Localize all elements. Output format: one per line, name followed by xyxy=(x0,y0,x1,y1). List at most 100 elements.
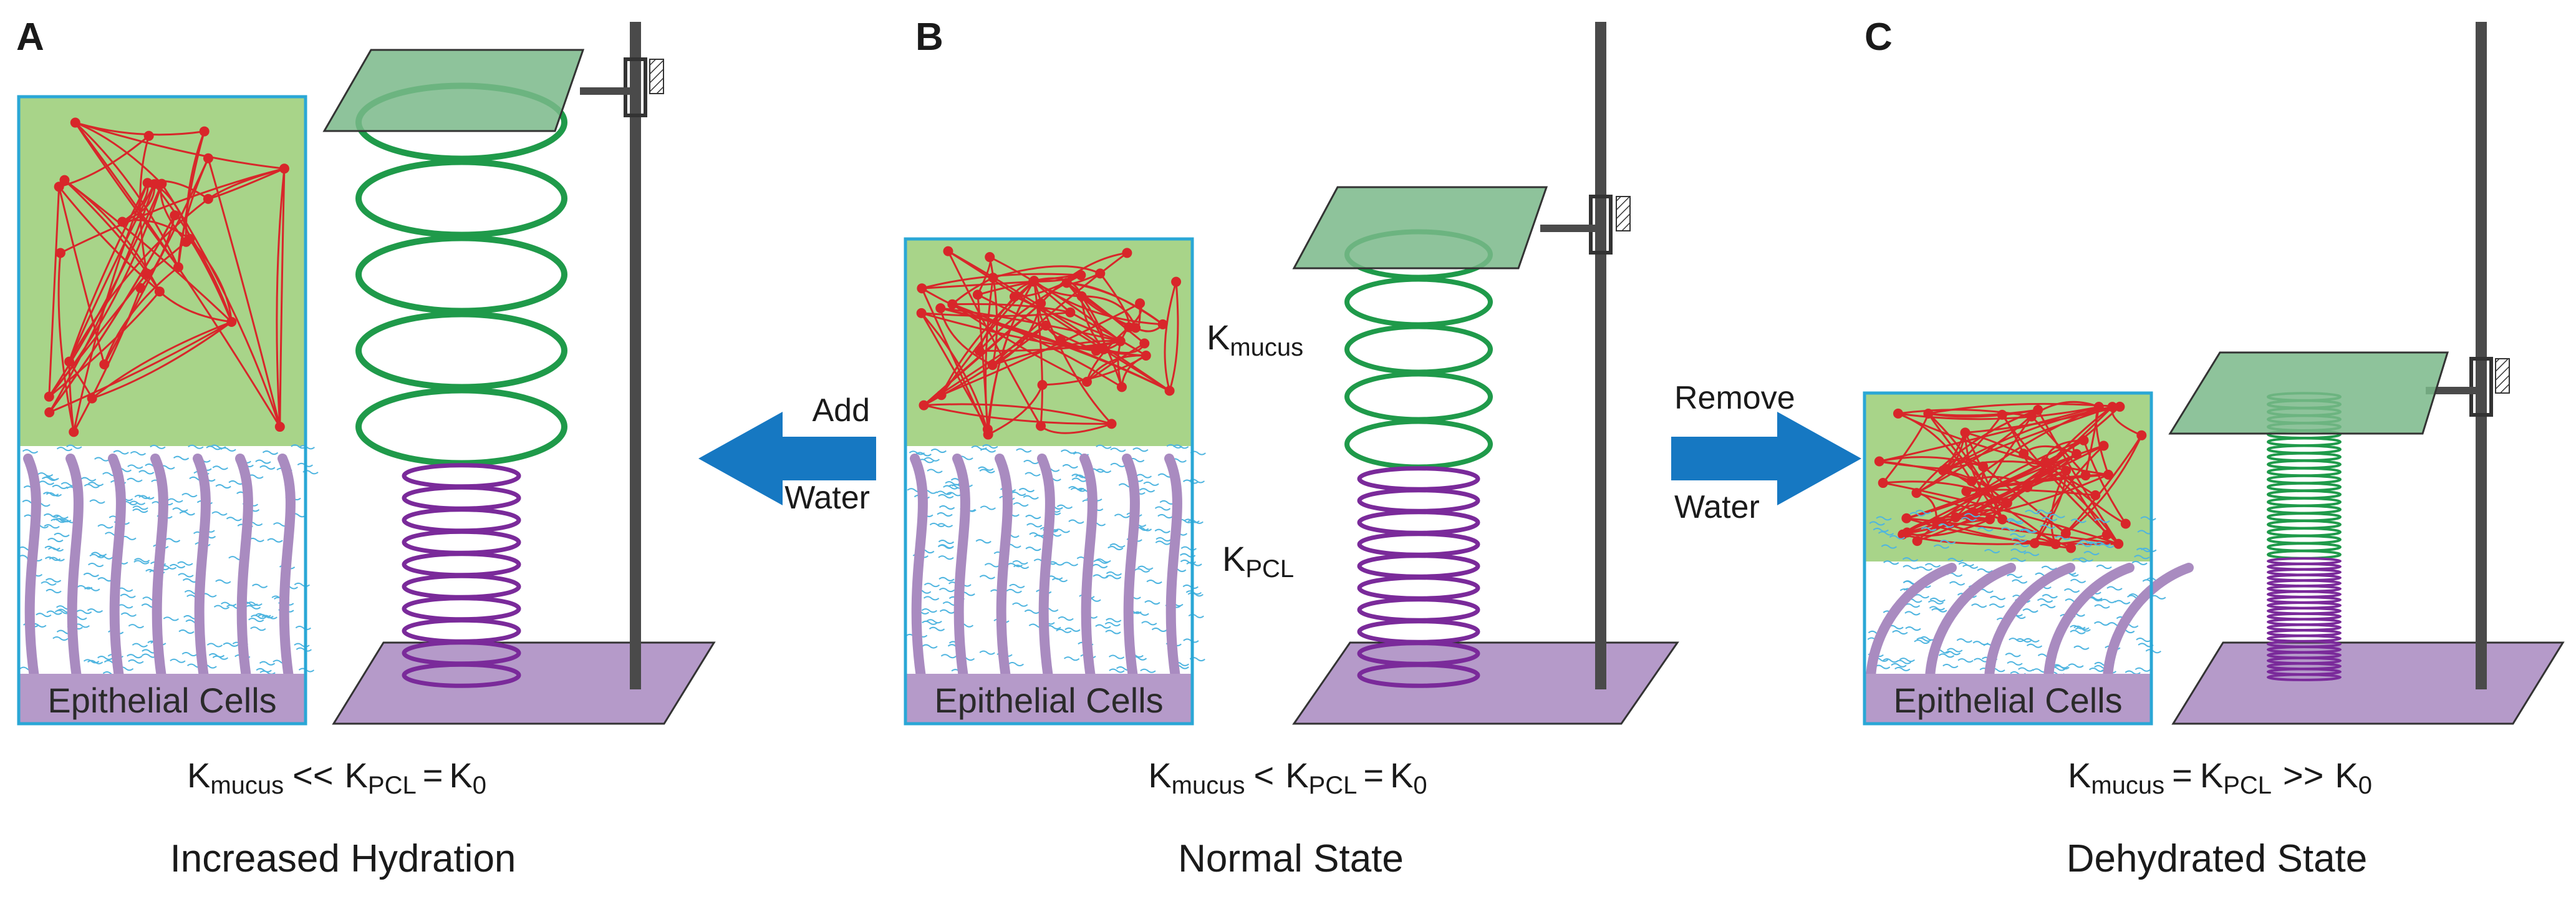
crosslink-node xyxy=(985,252,995,263)
crosslink-node xyxy=(2136,430,2147,440)
crosslink-node xyxy=(59,175,70,185)
arrow-left-shape xyxy=(698,412,876,505)
polymer-strand xyxy=(921,287,1097,352)
water-mark xyxy=(1071,474,1088,479)
water-mark xyxy=(2070,629,2086,634)
crosslink-node xyxy=(987,360,998,371)
pcl-spring-coil xyxy=(1357,619,1480,644)
crosslink-node xyxy=(274,422,285,432)
pcl-spring-coil xyxy=(402,618,521,644)
tissue-block-a: Epithelial Cells xyxy=(17,95,319,726)
water-mark xyxy=(1904,611,1921,616)
spring-a xyxy=(355,82,567,688)
polymer-strand xyxy=(207,158,281,427)
water-mark xyxy=(1093,574,1109,579)
crosslink-node xyxy=(2090,490,2101,500)
polymer-strand xyxy=(68,182,148,362)
crosslink-node xyxy=(2107,402,2118,412)
water-mark xyxy=(1141,621,1157,626)
add-label: Add xyxy=(812,392,870,429)
water-mark xyxy=(1938,523,1954,528)
cilium xyxy=(1079,454,1097,682)
water-mark xyxy=(2115,600,2131,605)
water-mark xyxy=(1933,544,1950,549)
water-mark xyxy=(2011,537,2027,542)
crosslink-node xyxy=(1961,486,1972,497)
base-plate-a xyxy=(332,641,716,725)
top-plate-c xyxy=(2168,351,2449,435)
water-mark xyxy=(80,477,97,482)
water-mark xyxy=(2070,518,2086,523)
polymer-strand xyxy=(1898,409,2032,418)
water-mark xyxy=(37,472,54,477)
water-mark xyxy=(259,465,276,470)
crosslink-node xyxy=(935,303,946,314)
crosslink-node xyxy=(1901,513,1912,523)
polymer-strand xyxy=(1989,453,2077,520)
crosslink-node xyxy=(1135,298,1146,309)
water-mark xyxy=(44,556,61,561)
water-mark xyxy=(2083,551,2100,556)
water-mark xyxy=(87,608,104,613)
crosslink-node xyxy=(1157,319,1168,329)
water-mark xyxy=(971,445,987,450)
polymer-strand xyxy=(1898,412,1972,482)
clamp-screw-c xyxy=(2495,358,2510,394)
crosslink-node xyxy=(1081,376,1092,387)
mucus-spring-coil xyxy=(2267,512,2342,522)
polymer-strand xyxy=(1902,518,1990,536)
tissue-border-a xyxy=(17,95,307,726)
water-mark xyxy=(132,643,148,648)
crosslink-node xyxy=(1941,464,1952,474)
water-mark xyxy=(1062,561,1079,566)
mucus-spring-coil xyxy=(355,158,567,238)
crosslink-node xyxy=(87,393,97,404)
water-mark xyxy=(1133,611,1149,616)
water-mark xyxy=(1109,668,1125,673)
top-plate-b xyxy=(1292,186,1548,270)
stand-rod-c xyxy=(2476,22,2487,689)
crosslink-node xyxy=(983,429,993,440)
clamp-arm-a xyxy=(580,87,630,95)
crosslink-node xyxy=(2103,469,2114,480)
water-mark xyxy=(120,612,137,617)
tissue-block-b: Epithelial Cells xyxy=(904,237,1206,726)
water-mark xyxy=(150,444,166,449)
water-mark xyxy=(2055,535,2071,540)
stand-rod-b xyxy=(1595,22,1606,689)
clamp-screw-b xyxy=(1616,196,1631,231)
ring-stand-b xyxy=(1292,22,1679,725)
water-mark xyxy=(2100,598,2116,603)
water-mark xyxy=(1903,565,1919,570)
k-pcl-label: KPCL xyxy=(1222,539,1294,583)
water-mark xyxy=(2042,594,2058,599)
water-mark xyxy=(2010,548,2027,553)
water-mark xyxy=(120,593,136,598)
water-mark xyxy=(2008,520,2024,525)
polymer-strand xyxy=(208,167,285,200)
crosslink-node xyxy=(936,390,947,401)
water-mark xyxy=(1914,639,1930,644)
pcl-spring-coil xyxy=(1357,488,1480,513)
add-water-label: Water xyxy=(784,480,870,516)
water-mark xyxy=(2094,518,2110,523)
water-mark xyxy=(22,449,39,454)
water-mark xyxy=(1104,621,1121,626)
water-mark xyxy=(1095,624,1111,629)
crosslink-node xyxy=(919,400,929,411)
water-mark xyxy=(1056,628,1072,633)
polymer-strand xyxy=(1964,432,2004,520)
polymer-strand xyxy=(1066,281,1164,326)
polymer-strand xyxy=(68,183,155,362)
water-mark xyxy=(188,444,204,449)
polymer-strand xyxy=(1081,295,1137,329)
water-mark xyxy=(1891,663,1907,668)
water-mark xyxy=(1957,658,1974,663)
water-mark xyxy=(1929,606,1946,611)
pcl-spring-coil xyxy=(402,485,521,511)
cilium xyxy=(910,454,928,682)
water-mark xyxy=(979,650,995,655)
water-mark xyxy=(55,518,72,523)
crosslink-node xyxy=(1056,335,1066,346)
water-mark xyxy=(1106,571,1122,576)
